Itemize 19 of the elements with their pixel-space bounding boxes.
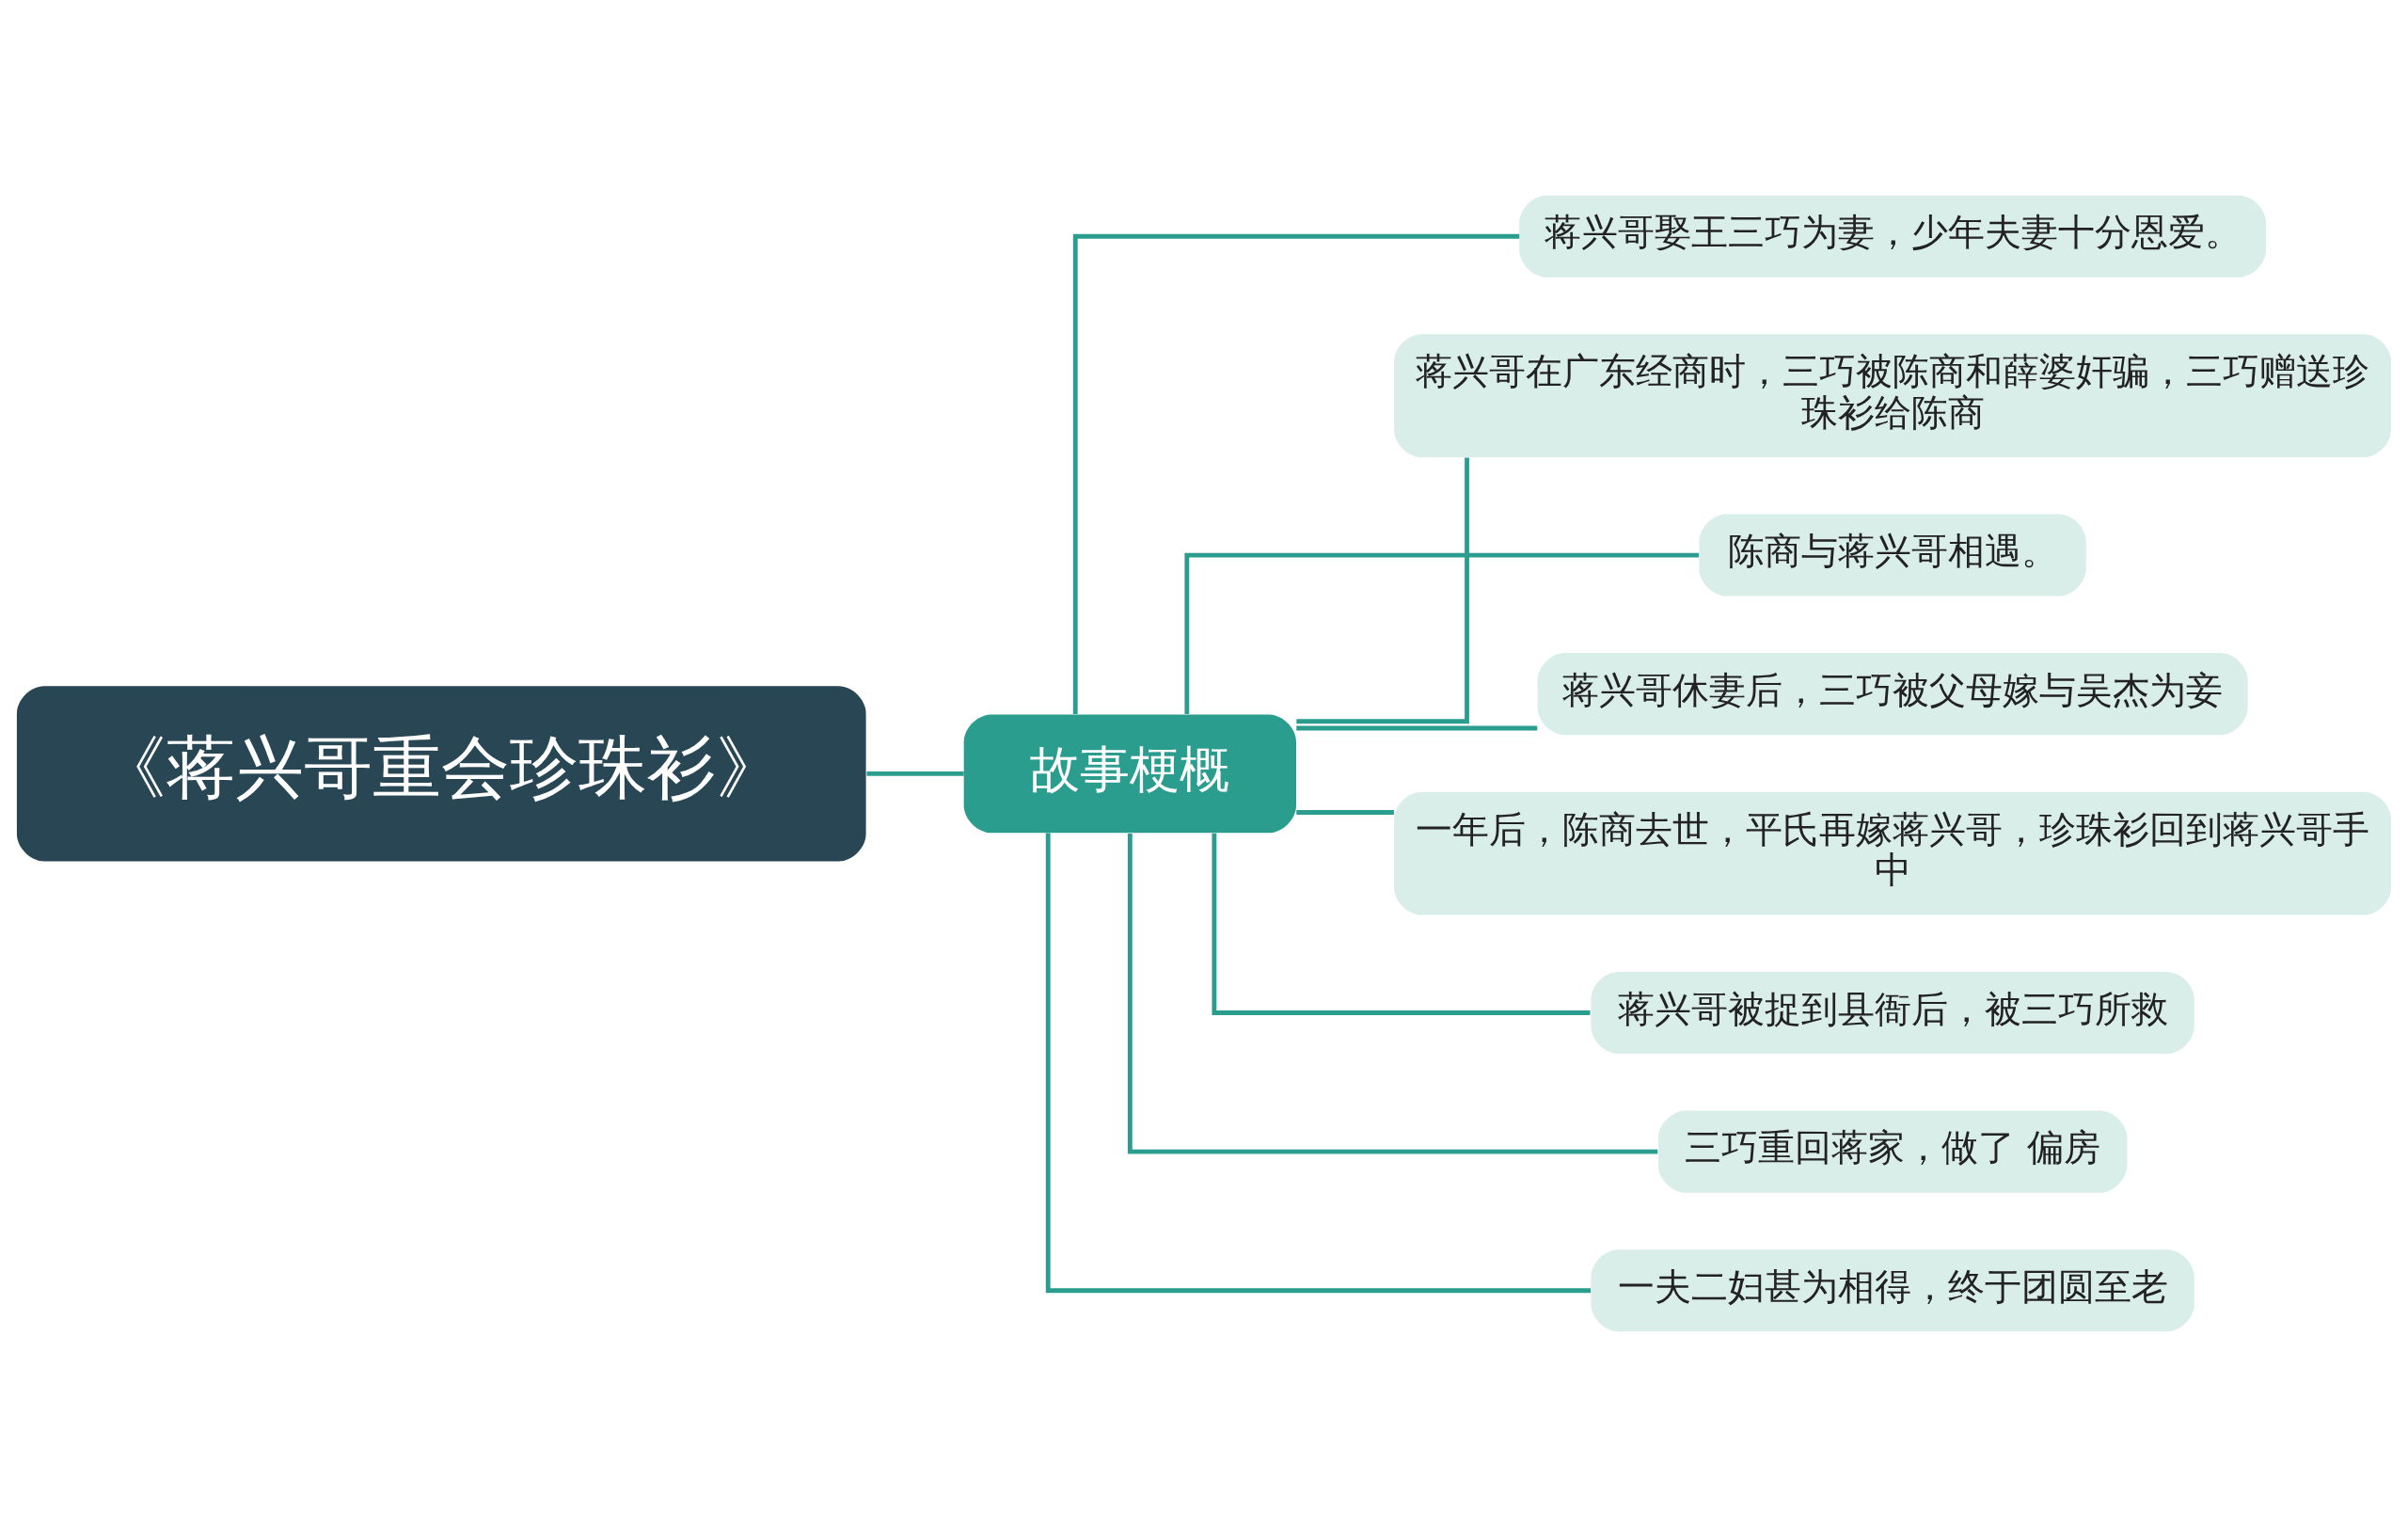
node-box: 陈商与蒋兴哥相遇。 [1699,514,2086,596]
node-box: 蒋兴哥被捉到县衙后，被三巧所救 [1591,971,2194,1054]
connector [1212,833,1591,1015]
node-box: 蒋兴哥在广东经商时，三巧被陈商和薛婆奸骗，三巧赠送珍珠衫给陈商 [1394,333,2392,457]
connector [1072,233,1520,714]
connector [1296,457,1469,723]
node-box: 三巧重回蒋家，做了 偏房 [1657,1110,2128,1193]
node-box: 故事梗概 [963,713,1296,833]
connector [1184,552,1700,714]
connector [1127,833,1658,1154]
node-box: 一夫二妇甚为相得，终于团圆至老 [1591,1248,2194,1331]
node-box: 蒋兴哥娶王三巧为妻，少年夫妻十分恩爱。 [1519,195,2266,278]
node-box: 蒋兴哥休妻后，三巧被父母嫁与吴杰为妾 [1537,652,2248,735]
connector [1296,809,1394,815]
connector [866,771,964,776]
node-box: 一年后，陈商去世，平氏再嫁蒋兴哥，珍珠衫回到蒋兴哥手中 [1394,791,2392,914]
node-box: 《蒋兴哥重会珍珠衫》 [16,685,866,862]
connector [1045,832,1592,1293]
connector [1296,725,1538,730]
